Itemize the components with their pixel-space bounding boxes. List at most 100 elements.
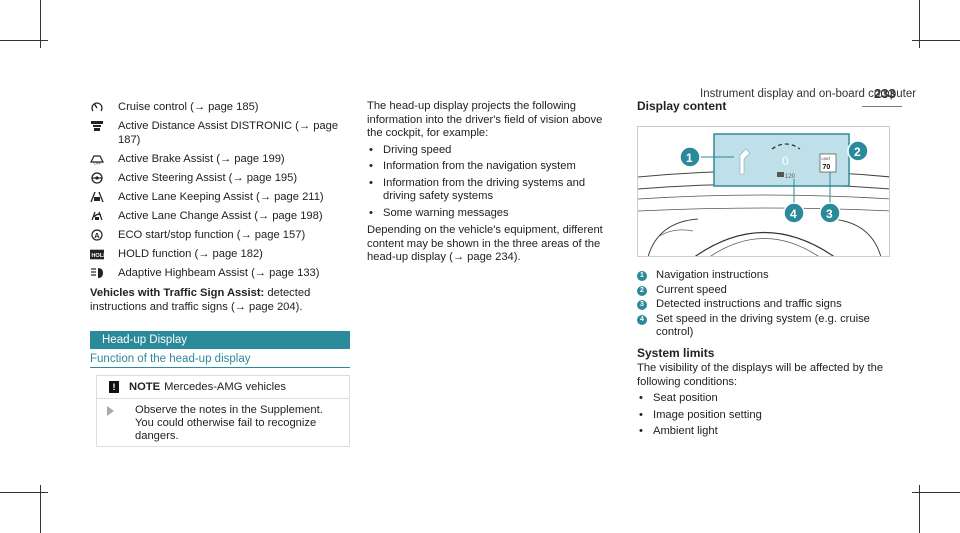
list-item: Active Lane Change Assist (→ page 198) bbox=[90, 209, 350, 223]
list-item-text: Seat position bbox=[653, 392, 718, 404]
list-item-text: Some warning messages bbox=[383, 206, 509, 219]
list-item: Active Distance Assist DISTRONIC (→ page… bbox=[90, 119, 350, 147]
exclamation-icon: ! bbox=[109, 381, 119, 393]
legend-text: Detected instructions and traffic signs bbox=[656, 298, 842, 310]
legend-text: Set speed in the driving system (e.g. cr… bbox=[656, 312, 870, 339]
legend-text: Navigation instructions bbox=[656, 269, 769, 281]
svg-text:OFF: OFF bbox=[94, 161, 103, 166]
subsection-title: Function of the head-up display bbox=[90, 353, 350, 368]
highbeam-assist-icon bbox=[90, 267, 104, 279]
traffic-sign-assist-paragraph: Vehicles with Traffic Sign Assist: detec… bbox=[90, 286, 350, 314]
callout-2: 2 bbox=[854, 145, 861, 159]
list-item-text: Active Distance Assist DISTRONIC (→ page… bbox=[118, 120, 339, 146]
list-item: Cruise control (→ page 185) bbox=[90, 100, 350, 114]
crop-mark bbox=[40, 485, 41, 533]
note-label: NOTE bbox=[129, 381, 161, 393]
running-header: Instrument display and on-board computer bbox=[700, 88, 917, 100]
list-item: • Information from the driving systems an… bbox=[367, 177, 617, 204]
callout-4: 4 bbox=[790, 207, 797, 221]
system-limits-text: The visibility of the displays will be a… bbox=[637, 362, 884, 388]
list-item-text: Active Brake Assist (→ page 199) bbox=[118, 153, 285, 165]
list-item: •Information from the navigation system bbox=[367, 160, 617, 174]
bullet-icon: • bbox=[369, 143, 373, 156]
limit-label: LIMIT bbox=[822, 157, 832, 161]
legend-item: 2 Current speed bbox=[637, 284, 897, 298]
traffic-sign-assist-text: detected instructions and traffic signs … bbox=[90, 287, 311, 313]
steering-assist-icon bbox=[90, 172, 104, 184]
note-body: Observe the notes in the Supplement. You… bbox=[107, 404, 337, 443]
distronic-icon bbox=[90, 120, 104, 132]
svg-text:A: A bbox=[94, 231, 100, 240]
limit-value: 70 bbox=[823, 164, 831, 171]
note-title: Mercedes-AMG vehicles bbox=[164, 381, 286, 393]
list-item: HOLD HOLD function (→ page 182) bbox=[90, 247, 350, 261]
display-content-heading: Display content bbox=[637, 99, 727, 113]
right-column: Display content bbox=[637, 99, 897, 114]
legend-number: 3 bbox=[637, 300, 647, 310]
hud-illustration: 0 LIMIT 70 120 1 2 3 4 bbox=[638, 133, 889, 256]
list-item-text: ECO start/stop function (→ page 157) bbox=[118, 229, 306, 241]
crop-mark bbox=[912, 492, 960, 493]
traffic-sign-assist-label: Vehicles with Traffic Sign Assist: bbox=[90, 287, 265, 299]
list-item: • Seat position bbox=[637, 392, 897, 406]
crop-mark bbox=[0, 492, 48, 493]
list-item-text: Active Lane Change Assist (→ page 198) bbox=[118, 210, 323, 222]
list-item: • Ambient light bbox=[637, 425, 897, 439]
lane-keeping-icon bbox=[90, 191, 104, 203]
brake-assist-off-icon: OFF bbox=[90, 153, 104, 165]
crop-mark bbox=[40, 0, 41, 48]
crop-mark bbox=[912, 40, 960, 41]
list-item-text: HOLD function (→ page 182) bbox=[118, 248, 263, 260]
legend-item: 3 Detected instructions and traffic signs bbox=[637, 298, 897, 312]
bullet-icon: • bbox=[639, 408, 643, 421]
list-item-text: Active Steering Assist (→ page 195) bbox=[118, 172, 298, 184]
list-item: Adaptive Highbeam Assist (→ page 133) bbox=[90, 266, 350, 280]
section-title: Head-up Display bbox=[90, 331, 350, 349]
bullet-icon: • bbox=[639, 425, 643, 437]
svg-text:0: 0 bbox=[782, 154, 789, 168]
page-number: 233 bbox=[874, 86, 896, 101]
eco-start-stop-icon: A bbox=[90, 229, 104, 241]
legend-number: 1 bbox=[637, 271, 647, 281]
bullet-icon: • bbox=[369, 176, 373, 189]
legend-text: Current speed bbox=[656, 283, 727, 296]
system-limits-heading: System limits bbox=[637, 345, 715, 360]
middle-column: The head-up display projects the followi… bbox=[367, 100, 617, 265]
legend-number: 2 bbox=[637, 285, 647, 296]
head-up-display-figure: 0 LIMIT 70 120 1 2 3 4 bbox=[637, 126, 890, 257]
crop-mark bbox=[919, 485, 920, 533]
crop-mark bbox=[0, 40, 48, 41]
header-rule bbox=[862, 106, 902, 107]
hold-icon: HOLD bbox=[90, 248, 104, 260]
list-item: • Driving speed bbox=[367, 144, 617, 158]
list-item: OFF Active Brake Assist (→ page 199) bbox=[90, 152, 350, 166]
list-item-text: Active Lane Keeping Assist (→ page 211) bbox=[118, 191, 324, 203]
list-item-text: Ambient light bbox=[653, 425, 718, 437]
legend-item: 1 Navigation instructions bbox=[637, 269, 897, 283]
list-item: Active Lane Keeping Assist (→ page 211) bbox=[90, 190, 350, 204]
callout-3: 3 bbox=[826, 207, 833, 221]
list-item-text: Cruise control (→ page 185) bbox=[118, 101, 259, 113]
list-item-text: Image position setting bbox=[653, 408, 762, 421]
lane-change-icon bbox=[90, 210, 104, 222]
legend-item: 4 Set speed in the driving system (e.g. c… bbox=[637, 313, 897, 340]
bullet-icon: • bbox=[369, 206, 373, 219]
legend-number: 4 bbox=[637, 314, 647, 325]
arrow-bullet-icon bbox=[107, 406, 121, 416]
list-item: A ECO start/stop function (→ page 157) bbox=[90, 228, 350, 242]
left-column: Cruise control (→ page 185) Active Dista… bbox=[90, 100, 350, 314]
list-item-text: Information from the navigation system bbox=[383, 160, 576, 172]
callout-1: 1 bbox=[686, 151, 693, 165]
list-item: • Some warning messages bbox=[367, 207, 617, 221]
list-item: Active Steering Assist (→ page 195) bbox=[90, 171, 350, 185]
list-item-text: Driving speed bbox=[383, 143, 452, 156]
bullet-icon: • bbox=[639, 392, 643, 404]
list-item: • Image position setting bbox=[637, 409, 897, 423]
crop-mark bbox=[919, 0, 920, 48]
note-header: ! NOTE Mercedes-AMG vehicles bbox=[97, 376, 349, 399]
set-speed-value: 120 bbox=[785, 174, 796, 180]
note-text: Observe the notes in the Supplement. You… bbox=[135, 404, 323, 442]
list-item-text: Information from the driving systems and… bbox=[383, 176, 586, 203]
svg-text:HOLD: HOLD bbox=[91, 253, 104, 259]
